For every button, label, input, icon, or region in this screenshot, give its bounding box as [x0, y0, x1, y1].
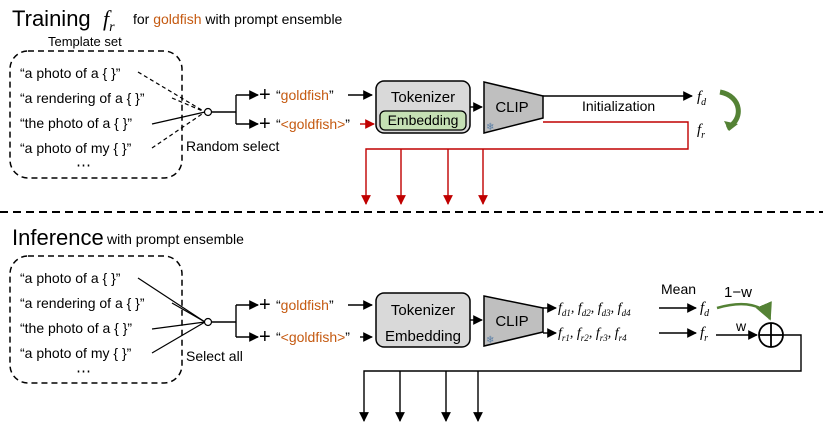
template-ellipsis: ⋯ — [76, 157, 91, 174]
init-arrow-head — [724, 121, 738, 131]
select-line — [151, 111, 206, 149]
tokenizer-label: Tokenizer — [391, 89, 455, 106]
select-label: Random select — [186, 138, 279, 154]
prompt-learnable-goldfish: “<goldfish>” — [276, 329, 350, 345]
template-item: “a photo of my { }” — [20, 345, 132, 361]
template-item: “a rendering of a { }” — [20, 295, 145, 311]
template-item: “the photo of a { }” — [20, 115, 132, 131]
training-section: Training fr for goldfish with prompt ens… — [9, 6, 741, 205]
template-item: “a photo of a { }” — [20, 270, 121, 286]
initialization-label: Initialization — [582, 98, 655, 114]
w-label: w — [735, 318, 747, 334]
select-line — [137, 277, 206, 323]
select-node — [203, 107, 213, 117]
template-ellipsis: ⋯ — [76, 363, 91, 380]
template-item: “a photo of my { }” — [20, 140, 132, 156]
one-minus-w-label: 1−w — [724, 284, 752, 301]
embedding-box — [379, 110, 467, 131]
fr-symbol: fr — [697, 122, 705, 141]
frozen-snowflake-icon: ❄ — [486, 122, 494, 133]
frozen-snowflake-icon: ❄ — [486, 335, 494, 346]
fr-feature-list: fr1, fr2, fr3, fr4 — [558, 326, 627, 343]
prompt-learnable-goldfish: “<goldfish>” — [276, 116, 350, 132]
select-line — [151, 321, 206, 354]
gradient-return-line — [361, 121, 689, 205]
template-set-box — [9, 255, 183, 384]
embedding-label: Embedding — [385, 328, 461, 345]
prompt-text-goldfish: “goldfish” — [276, 87, 334, 103]
clip-label: CLIP — [495, 99, 528, 116]
embedding-label: Embedding — [388, 112, 459, 128]
select-node — [203, 317, 213, 327]
training-title: Training — [12, 6, 91, 31]
template-set-box — [9, 50, 183, 179]
inference-title: Inference — [12, 225, 104, 250]
inference-section: Inference with prompt ensemble “a photo … — [9, 225, 802, 422]
clip-label: CLIP — [495, 313, 528, 330]
select-line-active — [151, 111, 206, 125]
training-subtitle: for goldfish with prompt ensemble — [133, 11, 343, 27]
plus-sign: + — [259, 113, 271, 135]
plus-sign: + — [259, 294, 271, 316]
output-line — [359, 334, 802, 422]
fr-symbol: fr — [700, 325, 708, 344]
inference-subtitle: with prompt ensemble — [106, 231, 244, 247]
fd-symbol: fd — [697, 89, 707, 108]
clip-encoder — [483, 295, 544, 347]
template-item: “a rendering of a { }” — [20, 90, 145, 106]
select-line — [171, 97, 206, 113]
template-set-label: Template set — [48, 34, 122, 49]
template-item: “the photo of a { }” — [20, 320, 132, 336]
select-label: Select all — [186, 348, 243, 364]
template-item: “a photo of a { }” — [20, 65, 121, 81]
select-line — [151, 321, 206, 330]
one-minus-w-arrow — [716, 301, 772, 321]
plus-sign: + — [259, 326, 271, 348]
plus-sign: + — [259, 84, 271, 106]
fd-feature-list: fd1, fd2, fd3, fd4 — [558, 301, 631, 318]
training-f-symbol: fr — [103, 6, 115, 35]
mean-label: Mean — [661, 281, 696, 297]
select-line — [171, 302, 206, 323]
tokenizer-label: Tokenizer — [391, 302, 455, 319]
fd-symbol: fd — [700, 300, 710, 319]
select-line — [137, 71, 206, 113]
prompt-text-goldfish: “goldfish” — [276, 297, 334, 313]
clip-encoder — [483, 81, 544, 134]
